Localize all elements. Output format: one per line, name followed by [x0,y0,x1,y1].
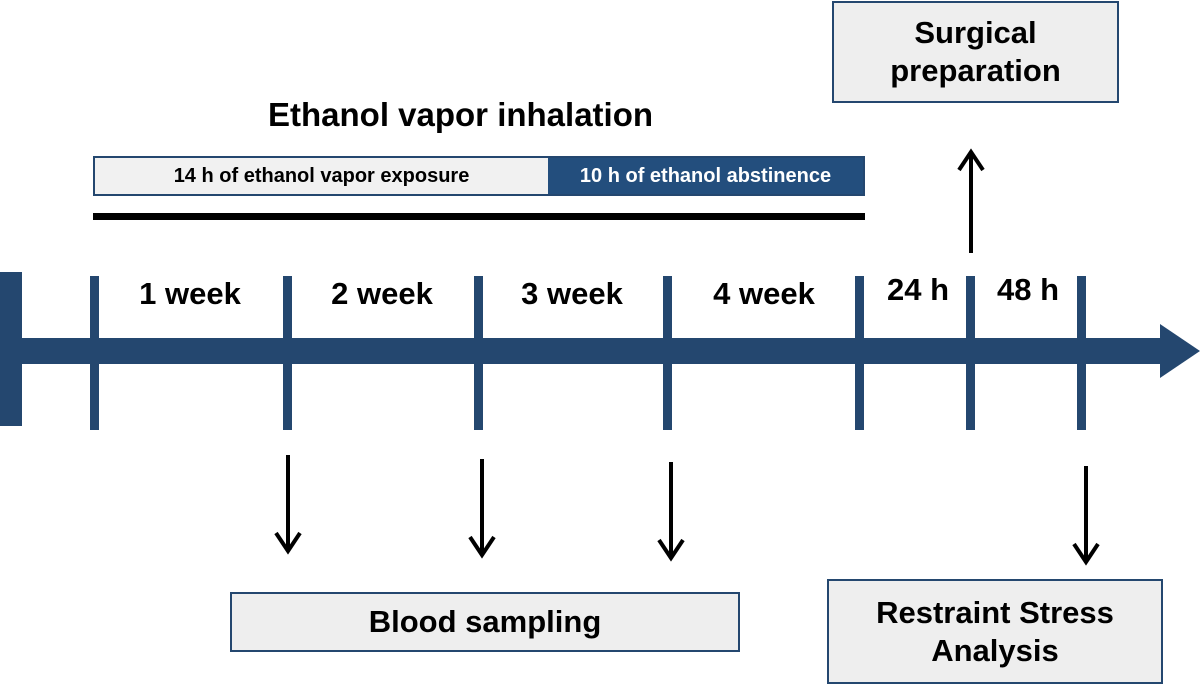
timeline-tick [474,276,483,430]
timeline-tick [663,276,672,430]
timeline-tick [966,276,975,430]
period-label-24h: 24 h [886,272,950,307]
blood-sampling-label: Blood sampling [368,604,602,640]
restraint-stress-analysis-box: Restraint Stress Analysis [827,579,1163,684]
up-arrow-icon [956,148,986,253]
timeline-shaft [0,338,1162,364]
timeline-start-cap [0,272,22,426]
period-label-week-1: 1 week [139,276,241,311]
timeline-tick [283,276,292,430]
period-label-week-4: 4 week [713,276,815,311]
down-arrow-icon [467,459,497,559]
exposure-segment: 14 h of ethanol vapor exposure [95,158,548,194]
down-arrow-icon [1071,466,1101,566]
timeline-arrowhead [1160,324,1200,378]
diagram-title: Ethanol vapor inhalation [268,96,654,133]
down-arrow-icon [273,455,303,555]
abstinence-segment: 10 h of ethanol abstinence [548,158,863,194]
surgical-preparation-box: Surgical preparation [832,1,1119,103]
restraint-stress-line1: Restraint Stress [876,594,1114,630]
timeline-tick [90,276,99,430]
down-arrow-icon [656,462,686,562]
period-label-week-3: 3 week [521,276,623,311]
timeline-tick [1077,276,1086,430]
timeline-tick [855,276,864,430]
blood-sampling-box: Blood sampling [230,592,740,652]
restraint-stress-line2: Analysis [931,632,1059,668]
timeline-axis [0,272,1200,430]
inhalation-period-line [93,213,865,220]
surgical-preparation-line2: preparation [890,53,1061,88]
surgical-preparation-line1: Surgical [914,15,1037,51]
daily-cycle-bar: 14 h of ethanol vapor exposure 10 h of e… [93,156,865,196]
period-label-48h: 48 h [996,272,1060,307]
period-label-week-2: 2 week [331,276,433,311]
